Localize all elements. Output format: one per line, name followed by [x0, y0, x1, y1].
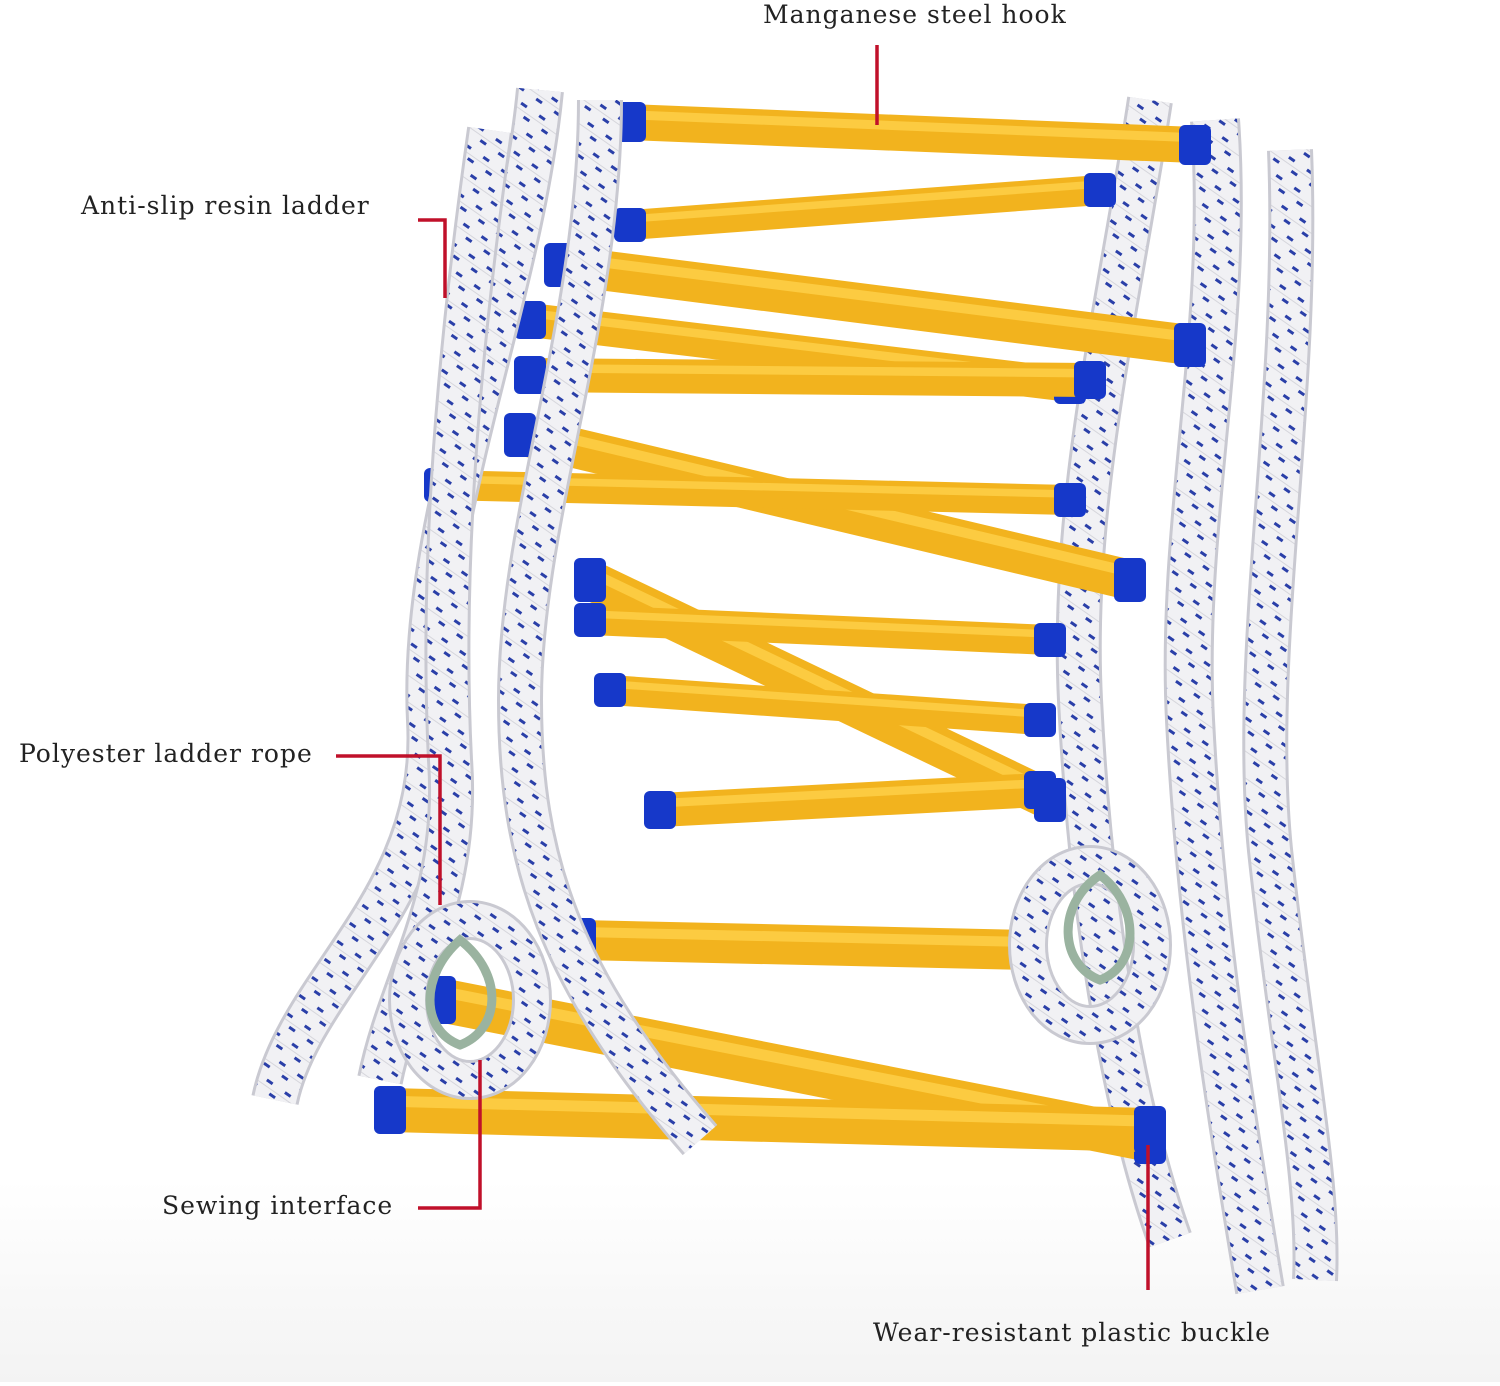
label-manganese-steel-hook: Manganese steel hook [763, 0, 1067, 29]
leader-ladder [418, 218, 447, 298]
rung [574, 603, 1066, 657]
rung [564, 918, 1046, 972]
plastic-buckle-cap [504, 413, 536, 457]
rung [614, 102, 1211, 165]
plastic-buckle-cap [374, 1086, 406, 1134]
label-sewing-interface: Sewing interface [162, 1191, 394, 1220]
callout-leaders [336, 45, 1150, 1290]
plastic-buckle-cap [514, 356, 546, 394]
plastic-buckle-cap [594, 673, 626, 707]
rung [594, 673, 1056, 737]
rung [374, 1086, 1166, 1154]
plastic-buckle-cap [1074, 361, 1106, 399]
plastic-buckle-cap [1084, 173, 1116, 207]
rung [644, 771, 1056, 829]
plastic-buckle-cap [1179, 125, 1211, 165]
plastic-buckle-cap [614, 208, 646, 242]
plastic-buckle-cap [1024, 771, 1056, 809]
plastic-buckle-cap [574, 603, 606, 637]
plastic-buckle-cap [1134, 1106, 1166, 1154]
leader-sewing [418, 1060, 482, 1210]
plastic-buckle-cap [1054, 483, 1086, 517]
sewing-loop-left [388, 900, 552, 1100]
label-polyester-ladder-rope: Polyester ladder rope [19, 739, 313, 768]
resin-rungs [374, 102, 1211, 1164]
plastic-buckle-cap [1114, 558, 1146, 602]
sewing-loop-right [1008, 845, 1172, 1045]
rung [614, 173, 1116, 242]
label-anti-slip-resin-ladder: Anti-slip resin ladder [81, 191, 370, 220]
rung [514, 356, 1106, 399]
plastic-buckle-cap [1024, 703, 1056, 737]
plastic-buckle-cap [574, 558, 606, 602]
plastic-buckle-cap [1034, 623, 1066, 657]
plastic-buckle-cap [644, 791, 676, 829]
leader-rope [336, 754, 442, 905]
label-wear-resistant-plastic-buckle: Wear-resistant plastic buckle [873, 1318, 1271, 1347]
rope-right-bundle [1055, 96, 1339, 1295]
plastic-buckle-cap [1174, 323, 1206, 367]
